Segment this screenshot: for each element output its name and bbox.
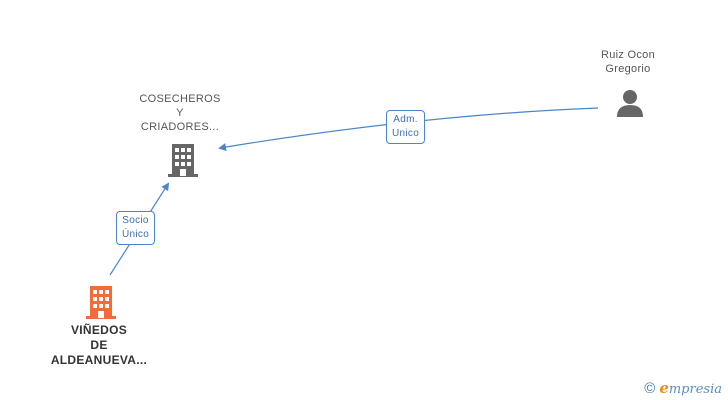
person-label-line1: Ruiz Ocon — [600, 49, 656, 61]
person-icon[interactable] — [615, 88, 645, 118]
person-label-line2: Gregorio — [605, 63, 651, 75]
brand-logo: empresia — [659, 379, 722, 397]
building-icon[interactable] — [166, 142, 200, 178]
company-top-label[interactable]: COSECHEROS Y CRIADORES... — [130, 92, 230, 134]
brand-initial: e — [659, 379, 669, 397]
edge-socio-label[interactable]: Socio Único — [116, 211, 156, 245]
building-icon[interactable] — [84, 284, 118, 320]
edge-socio-label-line1: Socio — [122, 215, 149, 226]
company-top-label-line1: COSECHEROS — [139, 93, 221, 105]
person-label[interactable]: Ruiz Ocon Gregorio — [588, 48, 668, 76]
company-main-label-line3: ALDEANUEVA... — [50, 353, 148, 367]
edge-adm-label[interactable]: Adm. Unico — [386, 110, 426, 144]
empresia-watermark[interactable]: © empresia — [644, 379, 722, 397]
edge-adm-label-line2: Unico — [392, 128, 420, 139]
company-main-label[interactable]: VIÑEDOS DE ALDEANUEVA... — [47, 323, 151, 368]
company-main-label-line2: DE — [90, 338, 108, 352]
brand-rest: mpresia — [668, 382, 722, 397]
edge-adm-label-line1: Adm. — [393, 114, 418, 125]
company-top-label-line2: Y — [176, 107, 184, 119]
edge-socio-label-line2: Único — [122, 229, 150, 240]
company-top-label-line3: CRIADORES... — [140, 121, 220, 133]
copyright-icon: © — [644, 379, 656, 397]
company-main-label-line1: VIÑEDOS — [70, 323, 128, 337]
